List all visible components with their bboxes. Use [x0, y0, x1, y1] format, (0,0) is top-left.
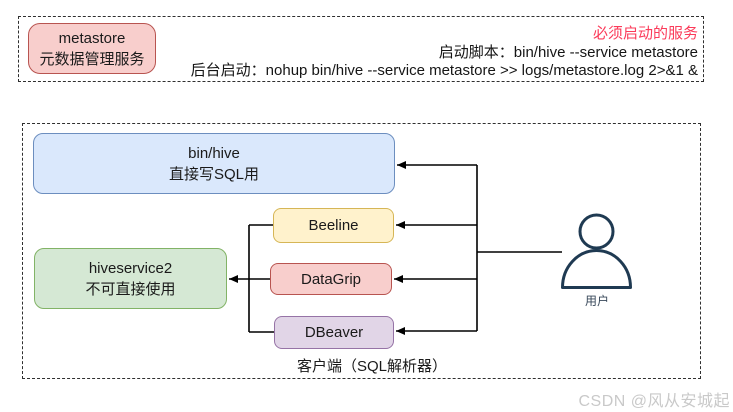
- hiveservice2-node-title: hiveservice2: [88, 259, 173, 277]
- dbeaver-node-label: DBeaver: [304, 324, 364, 341]
- beeline-node-label: Beeline: [308, 217, 359, 234]
- bin-hive-node-title: bin/hive: [188, 144, 240, 162]
- metastore-node: metastore 元数据管理服务: [28, 23, 156, 74]
- user-label: 用户: [584, 294, 609, 308]
- metastore-node-title: metastore: [58, 29, 126, 47]
- datagrip-node-label: DataGrip: [300, 270, 362, 288]
- background-start-line: 后台启动：nohup bin/hive --service metastore …: [190, 62, 698, 79]
- hiveservice2-node: hiveservice2 不可直接使用: [34, 248, 227, 309]
- bin-hive-node: bin/hive 直接写SQL用: [33, 133, 395, 194]
- hiveservice2-node-subtitle: 不可直接使用: [85, 280, 176, 298]
- bin-hive-node-subtitle: 直接写SQL用: [168, 165, 259, 183]
- dbeaver-node: DBeaver: [274, 316, 394, 349]
- watermark: CSDN @风从安城起: [578, 393, 730, 410]
- datagrip-node: DataGrip: [270, 263, 392, 295]
- client-diagram-panel: [22, 123, 701, 379]
- metastore-panel: metastore 元数据管理服务: [18, 16, 704, 82]
- beeline-node: Beeline: [273, 208, 394, 243]
- diagram-caption: 客户端（SQL解析器）: [296, 358, 447, 375]
- metastore-node-subtitle: 元数据管理服务: [39, 50, 145, 68]
- required-service-title: 必须启动的服务: [592, 25, 698, 42]
- start-script-line: 启动脚本：bin/hive --service metastore: [438, 44, 698, 61]
